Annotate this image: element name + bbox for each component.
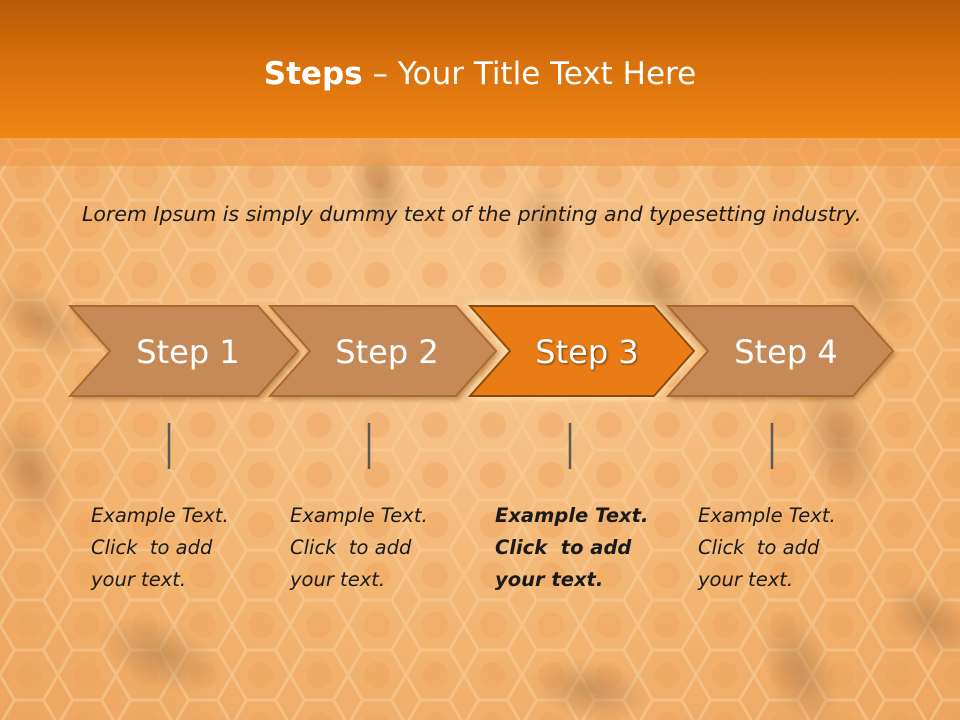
step-3-chevron[interactable]	[467, 305, 696, 397]
step-4-desc-line: Click to add	[698, 536, 820, 559]
step-3-desc-line: Click to add	[495, 536, 632, 559]
step-4-desc-line: Example Text.	[698, 504, 836, 527]
step-1-desc-line: Example Text.	[91, 504, 229, 527]
step-1-desc-line: Click to add	[91, 536, 213, 559]
step-1-chevron[interactable]	[67, 305, 300, 397]
step-1-label: Step 1	[136, 333, 239, 371]
step-1-desc-line: your text.	[91, 568, 187, 591]
step-4-chevron[interactable]	[665, 305, 895, 397]
step-3-desc-line: Example Text.	[495, 504, 649, 527]
step-2-desc-line: your text.	[290, 568, 386, 591]
step-2-label: Step 2	[335, 333, 438, 371]
step-2-chevron[interactable]	[267, 305, 498, 397]
step-2-desc-line: Click to add	[290, 536, 412, 559]
step-4-description[interactable]: Example Text. Click to add your text.	[698, 500, 883, 596]
step-4-label: Step 4	[734, 333, 837, 371]
slide-title-bold: Steps	[263, 56, 363, 92]
step-2-desc-line: Example Text.	[290, 504, 428, 527]
step-3-description[interactable]: Example Text. Click to add your text.	[495, 500, 680, 596]
slide-title-rest: – Your Title Text Here	[362, 56, 697, 92]
step-4-desc-line: your text.	[698, 568, 794, 591]
step-2-description[interactable]: Example Text. Click to add your text.	[290, 500, 475, 596]
intro-text[interactable]: Lorem Ipsum is simply dummy text of the …	[82, 202, 862, 226]
title-bar	[0, 0, 960, 138]
step-3-label: Step 3	[535, 333, 638, 371]
step-1-description[interactable]: Example Text. Click to add your text.	[91, 500, 276, 596]
title-band	[0, 138, 960, 166]
step-3-desc-line: your text.	[495, 568, 604, 591]
slide-title[interactable]: Steps – Your Title Text Here	[0, 52, 960, 96]
